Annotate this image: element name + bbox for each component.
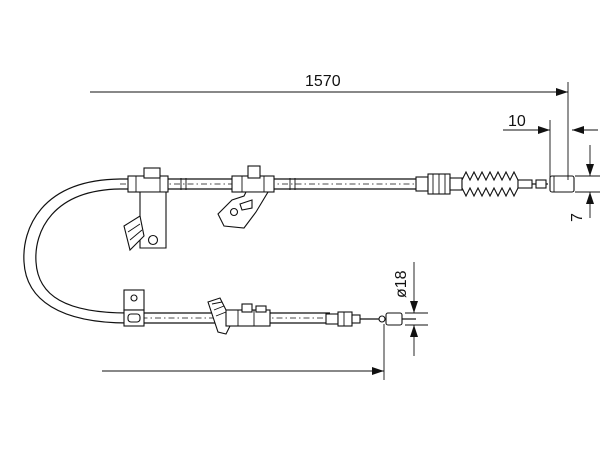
- mounting-bracket-left: [123, 167, 169, 252]
- end-fitting-lower: [325, 311, 416, 327]
- rubber-boot: [461, 170, 519, 198]
- end-fitting-label: 10: [508, 113, 526, 130]
- clip-hole-icon: [130, 294, 138, 302]
- offset-label: 7: [569, 213, 586, 222]
- wire-nipple-icon: [378, 315, 386, 323]
- total-length-label: 1570: [305, 73, 341, 90]
- dimension-offset: 7: [569, 145, 600, 222]
- bracket-hole-icon: [229, 207, 239, 217]
- lower-clip: [123, 289, 145, 327]
- dimension-end-fitting: 10: [503, 113, 598, 180]
- dimension-lower-ref: [102, 324, 385, 380]
- dimension-total-length: 1570: [90, 73, 569, 180]
- diameter-label: ø18: [393, 270, 410, 298]
- bracket-hole-icon: [147, 234, 159, 246]
- mounting-bracket-right: [217, 165, 275, 229]
- dimension-diameter: ø18: [393, 262, 428, 356]
- lower-bracket: [207, 297, 271, 335]
